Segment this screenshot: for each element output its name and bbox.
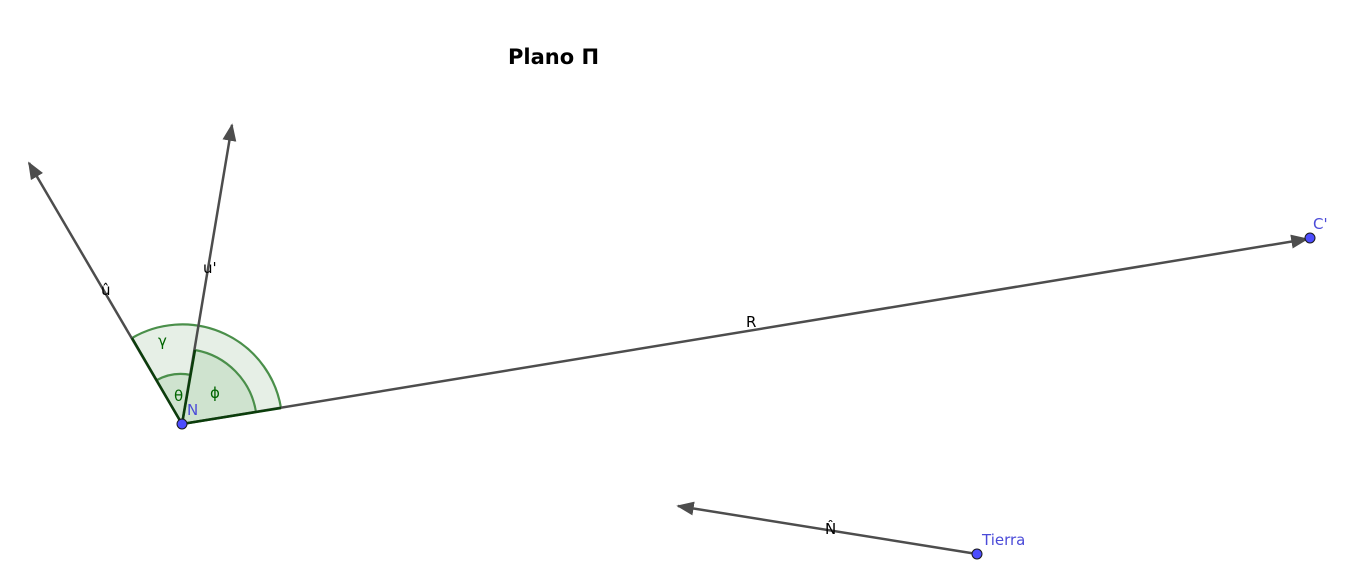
ray-u-prime-highlight: [180, 349, 197, 425]
label-u-hat: û: [101, 281, 111, 299]
label-u-prime: u': [203, 259, 217, 277]
label-N-hat: N̂: [825, 519, 836, 538]
label-phi: ϕ: [210, 384, 220, 402]
label-point-Tierra: Tierra: [981, 531, 1025, 549]
label-point-C-prime: C': [1313, 215, 1328, 233]
label-gamma: γ: [158, 332, 167, 350]
point-N[interactable]: [176, 418, 188, 430]
plane-title: Plano Π: [508, 45, 599, 69]
vector-N-hat[interactable]: [676, 501, 978, 556]
point-C-prime[interactable]: [1304, 232, 1316, 244]
vector-R[interactable]: [181, 234, 1309, 426]
ray-u-hat-highlight: [130, 337, 184, 425]
angle-phi-sector: [182, 348, 258, 424]
label-point-N: N: [187, 401, 198, 419]
ray-R-highlight: [181, 406, 282, 426]
label-theta: θ: [174, 387, 183, 405]
point-Tierra[interactable]: [971, 548, 983, 560]
label-R: R: [746, 313, 756, 331]
